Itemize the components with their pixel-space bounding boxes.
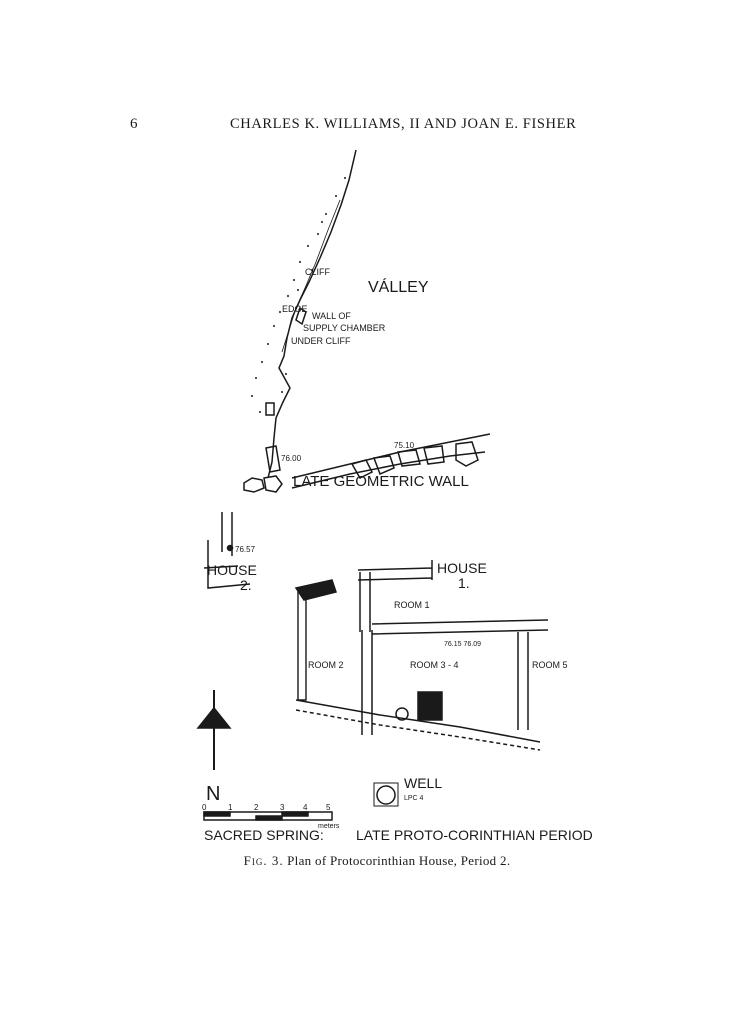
figure-number: Fig. 3. [243, 853, 284, 868]
wall-stone-d [350, 459, 374, 479]
room1-east-wall [359, 572, 371, 632]
north-label: N [206, 783, 220, 805]
south-wall-inner [295, 709, 541, 751]
page-number: 6 [130, 116, 138, 132]
house2-number: 2. [240, 577, 252, 593]
late-geometric-wall-line-bottom [291, 451, 486, 489]
house2-elevation-point [226, 544, 234, 552]
scale-bar-segment-1 [203, 811, 231, 817]
elevation-7615-7609: 76.15 76.09 [444, 641, 481, 648]
lpc4-label: LPC 4 [404, 795, 424, 802]
south-wall-outer [295, 699, 541, 743]
room2-east-wall [361, 630, 373, 735]
well-shaft [376, 785, 396, 805]
room1-label: ROOM 1 [394, 600, 430, 610]
cliff-label: CLIFF [305, 267, 331, 277]
sacred-spring-label: SACRED SPRING: [204, 827, 324, 843]
supply-chamber-wall [295, 306, 307, 326]
under-cliff-label: UNDER CLIFF [291, 336, 351, 346]
wall-stone-b [263, 475, 283, 493]
valley-label: VÁLLEY [368, 277, 429, 296]
wall-stone-c [265, 445, 281, 473]
north-arrow-head [196, 706, 232, 729]
house1-north-wall [357, 560, 433, 581]
room1-south-wall [371, 619, 549, 635]
scale-tick-3: 3 [280, 803, 285, 812]
house2-label: HOUSE [207, 562, 257, 578]
house1-number: 1. [458, 575, 470, 591]
room34-rubble-patch [417, 691, 443, 721]
caption-text: Plan of Protocorinthian House, Period 2. [287, 853, 511, 868]
well-label: WELL [404, 775, 442, 791]
cliff-block [265, 402, 275, 416]
scale-tick-5: 5 [326, 803, 331, 812]
elevation-7510: 75.10 [394, 441, 415, 450]
wall-stone-h [455, 441, 479, 467]
wall-stone-e [372, 455, 395, 475]
scale-tick-0: 0 [202, 803, 207, 812]
elevation-7600: 76.00 [281, 454, 302, 463]
late-geometric-wall-label: LATE GEOMETRIC WALL [293, 473, 469, 490]
scale-bar-segment-3 [281, 811, 309, 817]
scale-unit-label: meters [318, 823, 340, 830]
scale-tick-1: 1 [228, 803, 233, 812]
scale-tick-4: 4 [303, 803, 308, 812]
wall-of-label: WALL OF [312, 311, 351, 321]
wall-stone-f [397, 449, 421, 467]
running-head: CHARLES K. WILLIAMS, II AND JOAN E. FISH… [230, 116, 577, 132]
house2-wall [203, 512, 251, 589]
plan-labels: VÁLLEY CLIFF EDGE WALL OF SUPPLY CHAMBER… [202, 267, 593, 843]
room5-label: ROOM 5 [532, 660, 568, 670]
cliff-stipple [251, 177, 346, 413]
room2-west-wall [297, 590, 307, 701]
period-label: LATE PROTO-CORINTHIAN PERIOD [356, 827, 593, 843]
edge-label: EDGE [282, 304, 308, 314]
cliff-inner-line [281, 199, 341, 353]
scale-tick-2: 2 [254, 803, 259, 812]
elevation-7657: 76.57 [235, 545, 256, 554]
room5-west-wall [517, 632, 529, 730]
room2-label: ROOM 2 [308, 660, 344, 670]
room34-stone [395, 707, 409, 721]
late-geometric-wall-line-top [291, 433, 491, 479]
wall-stone-a [243, 477, 265, 493]
figure-caption: Fig. 3. Plan of Protocorinthian House, P… [0, 853, 754, 869]
room34-label: ROOM 3 - 4 [410, 660, 459, 670]
scale-bar-segment-2 [255, 815, 283, 821]
cliff-edge-line [267, 149, 357, 479]
well-housing [373, 782, 399, 807]
wall-stone-g [423, 445, 445, 465]
house1-label: HOUSE [437, 560, 487, 576]
supply-chamber-label: SUPPLY CHAMBER [303, 323, 386, 333]
room2-north-wall-rubble [294, 579, 337, 601]
